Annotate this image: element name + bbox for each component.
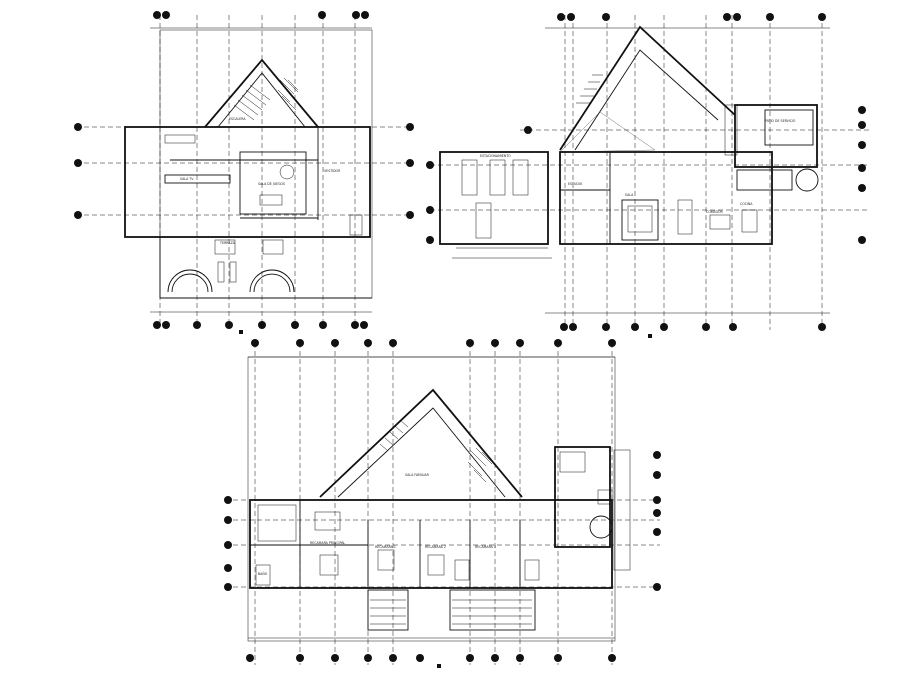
grid-bubbles — [224, 339, 661, 662]
game-table-area — [239, 151, 307, 215]
room-studio: ESTUDIO — [568, 182, 583, 186]
plan-upper: RECAMARA PRINCIPAL RECAMARA 1 RECAMARA 2… — [224, 339, 661, 668]
grid-axes — [76, 15, 412, 325]
room-dining: COMEDOR — [706, 210, 723, 214]
balcony-hatch — [370, 599, 532, 625]
stair — [233, 84, 271, 121]
room-bath: BAÑO — [258, 571, 268, 576]
room-family: SALA FAMILIAR — [405, 473, 430, 477]
upper-walls — [249, 499, 613, 589]
room-garage: ESTACIONAMIENTO — [480, 154, 511, 158]
planter-hatch — [467, 447, 495, 483]
planter-hatch — [277, 77, 299, 111]
stair — [379, 419, 409, 452]
stair — [576, 74, 603, 104]
grid-axes — [430, 15, 870, 330]
room-kitchen: COCINA — [740, 202, 753, 206]
garage-walls — [439, 151, 549, 245]
plan-ground: ESTACIONAMIENTO SALA COMEDOR COCINA ESTU… — [426, 13, 870, 338]
grid-bubbles — [426, 13, 866, 331]
room-bedroom-2: RECAMARA 2 — [425, 545, 446, 549]
room-storage: VESTIDOR — [324, 169, 341, 173]
service-walls — [734, 104, 818, 168]
room-laundry: PATIO DE SERVICIO — [765, 119, 796, 123]
ground-walls — [559, 151, 773, 245]
plan-basement: SALA TV SALA DE JUEGOS ESCALERA VESTIDOR… — [74, 11, 414, 334]
room-stair-area: ESCALERA — [229, 117, 246, 121]
room-bedroom-3: RECAMARA 3 — [475, 545, 496, 549]
room-games: SALA DE JUEGOS — [258, 182, 285, 186]
room-living: SALA — [625, 193, 634, 197]
room-terrace: TERRAZA — [219, 241, 236, 245]
grid-bubbles — [74, 11, 414, 329]
grid-axes — [225, 343, 660, 665]
basement-walls — [124, 126, 371, 238]
room-master: RECAMARA PRINCIPAL — [310, 541, 345, 545]
room-tv: SALA TV — [180, 177, 194, 181]
room-bedroom-1: RECAMARA 1 — [375, 545, 396, 549]
